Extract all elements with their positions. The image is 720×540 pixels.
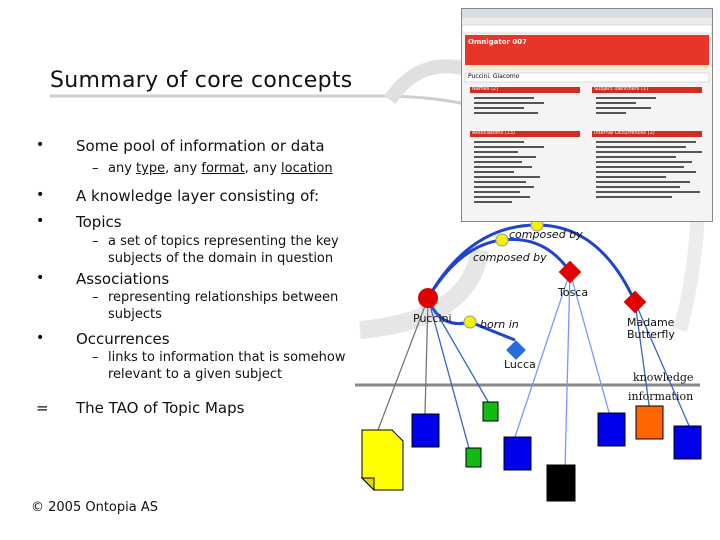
screenshot-section-associations: Associations (13) <box>472 130 515 136</box>
label-puccini: Puccini <box>413 312 452 325</box>
bullet-marker: • <box>36 137 45 153</box>
document-black <box>546 464 576 502</box>
sub-marker: – <box>92 290 99 305</box>
sub-associations-line2: subjects <box>108 307 162 322</box>
bullet-topics: Topics <box>76 213 122 231</box>
document-blue-3 <box>597 412 626 447</box>
occurrence-lines <box>377 271 691 471</box>
label-composed-by-2: composed by <box>473 251 547 264</box>
slide-title: Summary of core concepts <box>50 68 353 93</box>
bullet-marker: • <box>36 213 45 229</box>
bullet-tao: The TAO of Topic Maps <box>76 399 245 417</box>
document-green-2 <box>465 447 482 468</box>
screenshot-page-title: Puccini, Giacomo <box>468 73 520 80</box>
document-blue-4 <box>673 425 702 460</box>
sub-topics-line2: subjects of the domain in question <box>108 251 334 266</box>
decor-arc-top <box>384 59 473 105</box>
bullet-marker: • <box>36 270 45 286</box>
bullet-occurrences: Occurrences <box>76 330 170 348</box>
topic-tosca <box>558 260 582 284</box>
topic-puccini <box>418 288 438 308</box>
arc-composed-by-2 <box>426 237 572 299</box>
sub-occurrences-line2: relevant to a given subject <box>108 367 283 382</box>
bullet-marker: • <box>36 330 45 346</box>
bullet-marker: • <box>36 187 45 203</box>
label-butterfly: Butterfly <box>627 328 675 341</box>
sub-any-type: any type, any format, any location <box>108 161 333 176</box>
bullet-knowledge-layer: A knowledge layer consisting of: <box>76 187 320 205</box>
label-knowledge: knowledge <box>633 371 694 384</box>
omnigator-screenshot-image <box>462 9 712 203</box>
screenshot-section-names: Names (2) <box>472 86 499 92</box>
equals-marker: = <box>36 399 49 417</box>
screenshot-header: Omnigator 007 <box>468 38 528 46</box>
label-tosca: Tosca <box>558 286 589 299</box>
topic-lucca <box>506 340 526 360</box>
document-blue-1 <box>411 413 440 448</box>
association-node-composed-by-2 <box>495 233 509 247</box>
screenshot-section-identifiers: Subject Identifiers (1) <box>594 86 649 92</box>
sub-occurrences-line1: links to information that is somehow <box>108 350 346 365</box>
label-madame: Madame <box>627 316 675 329</box>
topic-madame-butterfly <box>623 290 647 314</box>
bullet-associations: Associations <box>76 270 170 288</box>
sub-topics-line1: a set of topics representing the key <box>108 234 339 249</box>
omnigator-screenshot: Omnigator 007 Puccini, Giacomo Names (2)… <box>461 8 713 222</box>
decor-arc-left <box>359 248 489 339</box>
sub-marker: – <box>92 161 99 176</box>
document-orange <box>635 405 664 440</box>
sub-marker: – <box>92 234 99 249</box>
title-underline <box>50 94 471 107</box>
label-composed-by-1: composed by <box>509 228 583 241</box>
label-lucca: Lucca <box>504 358 536 371</box>
copyright: © 2005 Ontopia AS <box>31 500 158 515</box>
association-node-born-in <box>463 315 477 329</box>
bullet-pool: Some pool of information or data <box>76 137 325 155</box>
label-born-in: born in <box>480 318 519 331</box>
label-information: information <box>628 390 694 403</box>
sub-associations-line1: representing relationships between <box>108 290 339 305</box>
document-blue-2 <box>503 436 532 471</box>
screenshot-section-occurrences: Internal Occurrences (2) <box>594 130 655 136</box>
sub-marker: – <box>92 350 99 365</box>
document-yellow <box>360 429 404 492</box>
document-green-1 <box>482 401 499 422</box>
